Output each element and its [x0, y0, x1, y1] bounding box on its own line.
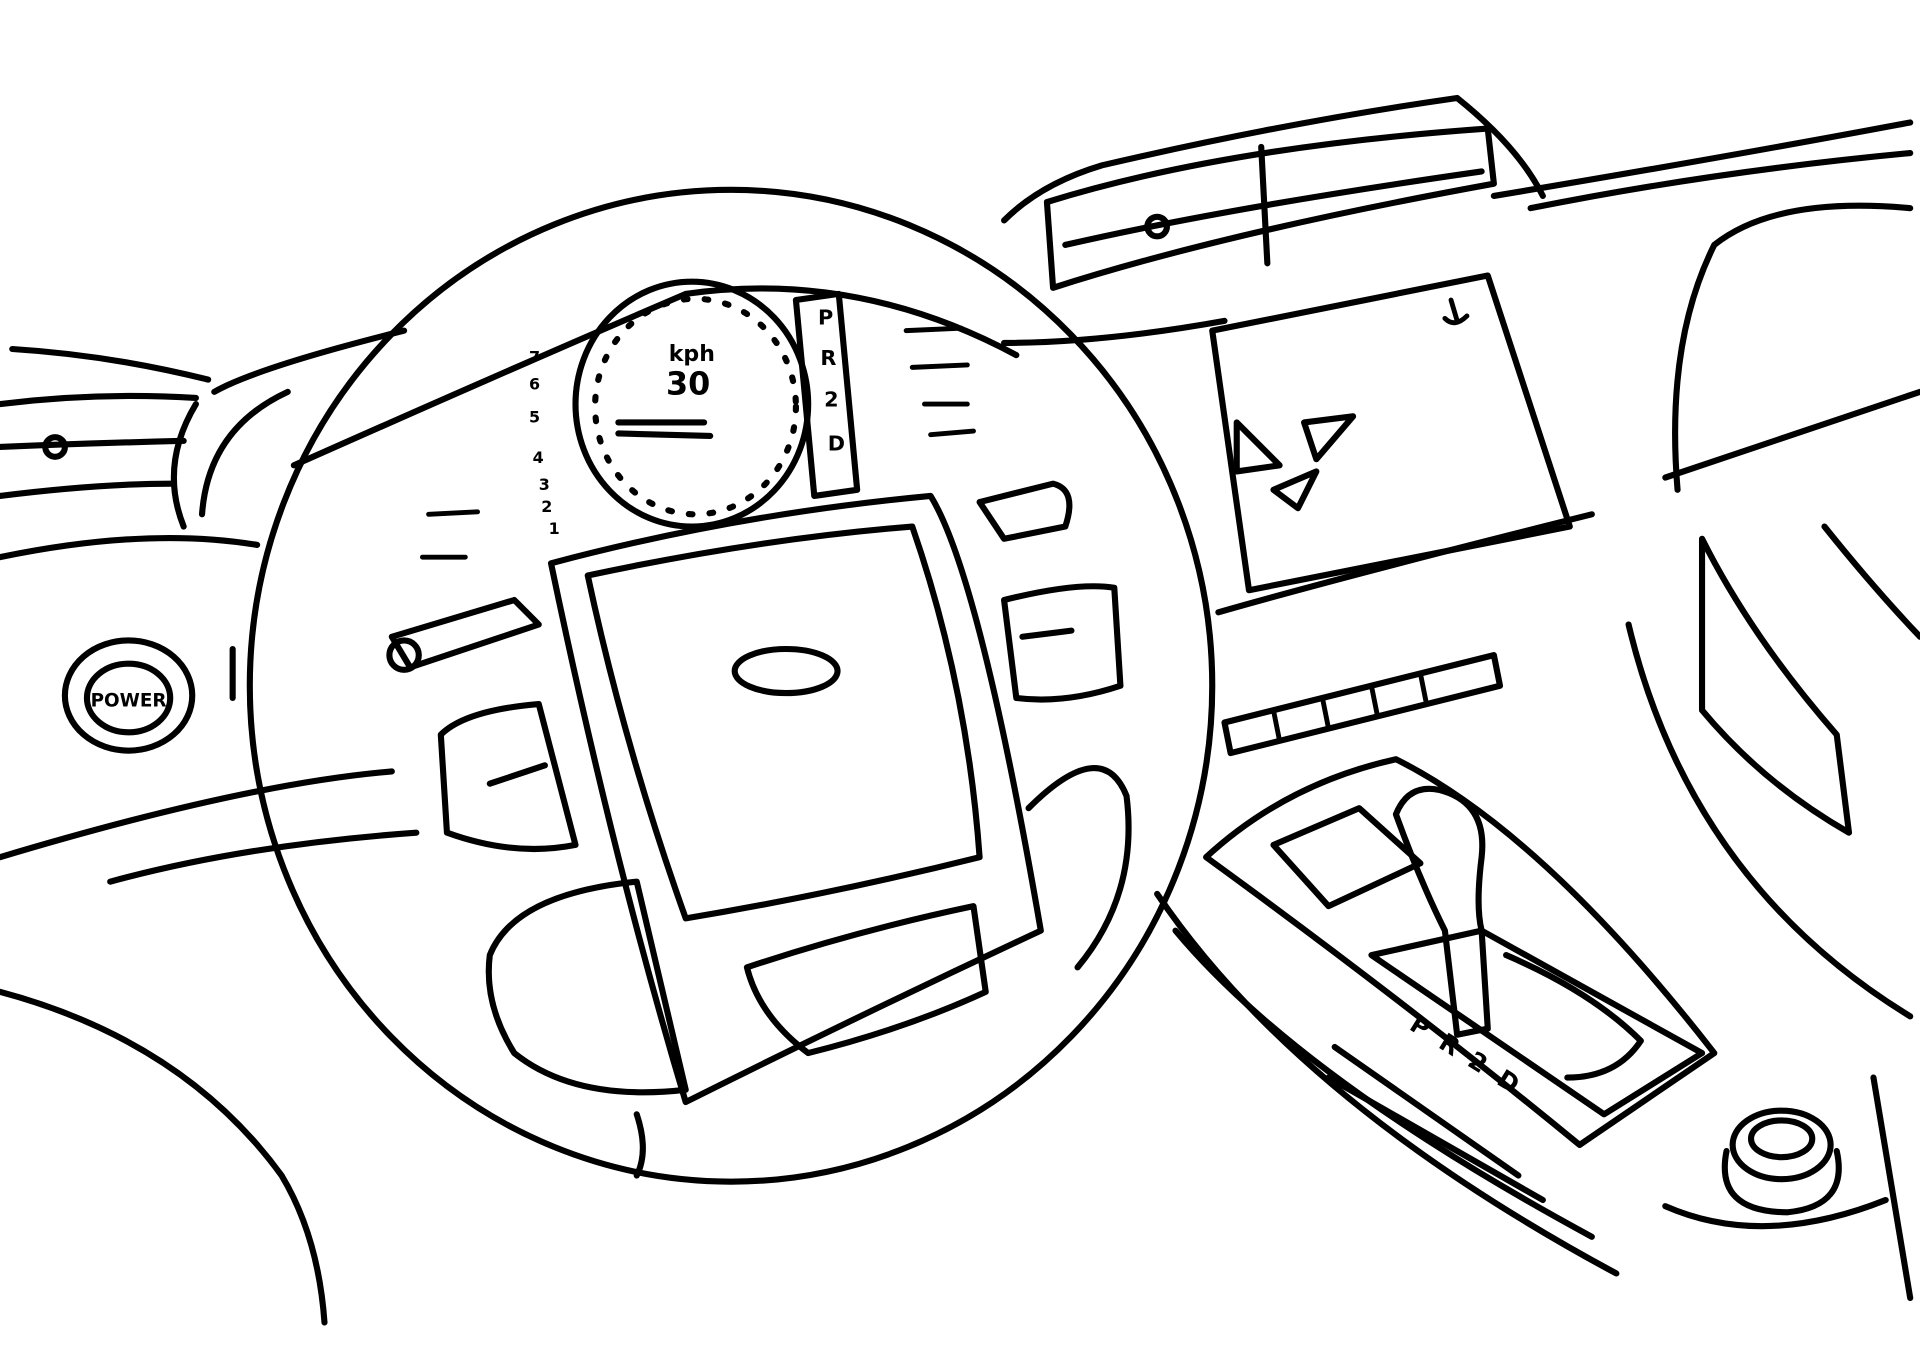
tach-6: 6: [529, 374, 540, 393]
indicator-stalk[interactable]: [976, 480, 1073, 542]
power-button[interactable]: POWER: [61, 637, 196, 754]
tach-5: 5: [529, 407, 540, 426]
wiper-stalk[interactable]: [386, 596, 542, 673]
center-air-vent: [1001, 94, 1546, 291]
tach-3: 3: [539, 475, 550, 494]
dashboard-left: [0, 388, 420, 1326]
gear-indicator-p: P: [818, 306, 833, 330]
left-air-vent: [0, 327, 408, 530]
tach-7: 7: [529, 347, 540, 366]
infotainment-screen[interactable]: [1209, 272, 1595, 616]
rotary-controller[interactable]: [1662, 1074, 1914, 1302]
power-button-label: POWER: [91, 691, 167, 712]
tach-1: 1: [549, 519, 560, 538]
speed-unit: kph: [669, 342, 715, 367]
gear-indicator-d: D: [828, 432, 845, 456]
tach-2: 2: [541, 497, 552, 516]
speed-readout: 30: [666, 364, 710, 402]
center-console-switches[interactable]: [1221, 652, 1504, 757]
instrument-cluster: kph 30 P R 2 D 7 6 5 4 3 2 1: [290, 278, 1228, 560]
dashboard-right: [1490, 119, 1920, 1020]
tach-4: 4: [533, 448, 544, 467]
steering-wheel[interactable]: [246, 186, 1216, 1185]
gear-indicator-r: R: [820, 346, 836, 370]
gear-shifter[interactable]: P R 2 D: [1154, 756, 1718, 1277]
tachometer-scale: 7 6 5 4 3 2 1: [529, 347, 560, 537]
gear-indicator-2: 2: [824, 388, 838, 412]
